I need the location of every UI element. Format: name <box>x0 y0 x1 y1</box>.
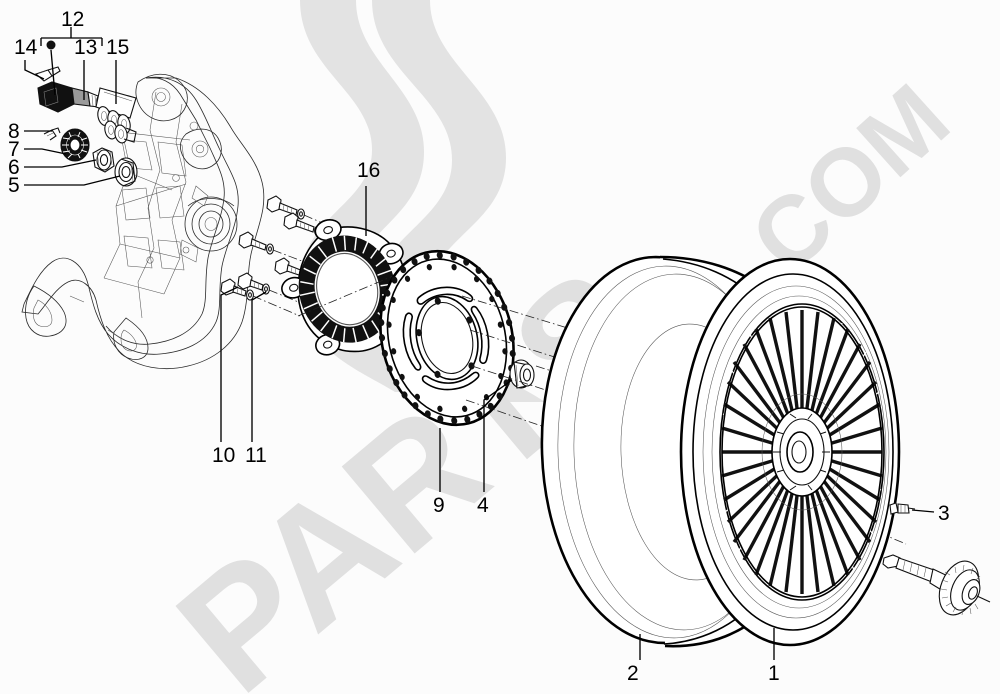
sensor-ring-drive-part <box>60 128 90 162</box>
disc-mount-holes <box>415 297 475 378</box>
wheel-rim <box>679 257 901 647</box>
brake-disc <box>378 249 516 427</box>
callout-4[interactable]: 4 <box>477 494 489 517</box>
callout-1[interactable]: 1 <box>768 662 780 685</box>
screw-washer-group <box>220 195 367 317</box>
callout-leaders <box>24 27 935 660</box>
callout-6[interactable]: 6 <box>8 156 20 179</box>
nut-part <box>92 147 115 173</box>
spacer-bush <box>509 359 535 389</box>
callout-12[interactable]: 12 <box>61 8 85 31</box>
drive-shaft <box>882 554 991 616</box>
bolt-3 <box>238 231 274 255</box>
swingarm-assembly <box>21 73 265 369</box>
hub-boss <box>184 196 238 252</box>
clip-part <box>43 127 61 141</box>
callout-11[interactable]: 11 <box>245 444 267 467</box>
callout-15[interactable]: 15 <box>106 36 130 59</box>
callout-7[interactable]: 7 <box>8 138 20 161</box>
callout-3[interactable]: 3 <box>938 502 950 525</box>
callout-2[interactable]: 2 <box>627 662 639 685</box>
callout-8[interactable]: 8 <box>8 120 20 143</box>
callout-14[interactable]: 14 <box>14 36 38 59</box>
tone-ring-teeth <box>298 235 397 343</box>
wheel-spokes <box>721 307 883 597</box>
bearing-group <box>43 127 173 191</box>
sensor-body <box>37 81 100 113</box>
cable-tie-part <box>34 66 61 82</box>
callout-5[interactable]: 5 <box>8 174 20 197</box>
speed-sensor-assembly <box>34 66 137 144</box>
bolt-5 <box>237 272 270 295</box>
bearing-part <box>114 157 138 187</box>
callout-16[interactable]: 16 <box>357 159 381 182</box>
bolt-1 <box>266 195 305 220</box>
valve-part <box>889 502 916 515</box>
callout-12-dot <box>46 40 56 50</box>
callout-13[interactable]: 13 <box>74 36 98 59</box>
callout-10[interactable]: 10 <box>212 444 236 467</box>
callout-9[interactable]: 9 <box>433 494 445 517</box>
